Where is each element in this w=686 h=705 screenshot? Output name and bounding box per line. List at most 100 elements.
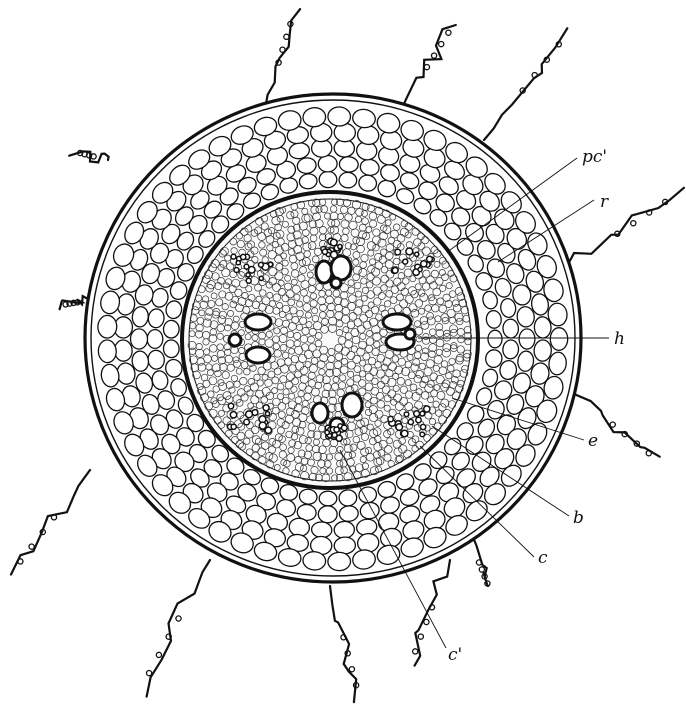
- cortex-cell: [147, 330, 163, 349]
- label-b: b: [573, 508, 584, 528]
- label-h: h: [614, 329, 625, 349]
- cortex-cell: [519, 329, 535, 349]
- hair-particle: [479, 567, 484, 572]
- cortex-cell: [318, 155, 337, 172]
- phloem-cell: [342, 425, 348, 431]
- phloem-cell: [259, 422, 266, 429]
- hair-particle: [280, 47, 285, 52]
- root-hair: [266, 9, 300, 104]
- root-hair: [330, 586, 356, 702]
- phloem-cell: [421, 424, 426, 429]
- phloem-cell: [322, 249, 327, 254]
- phloem-cell: [259, 276, 263, 280]
- hair-particle: [147, 671, 152, 676]
- xylem-vessel: [246, 347, 270, 363]
- xylem-vessel: [312, 403, 328, 423]
- phloem-cell: [231, 254, 236, 259]
- root-hair: [484, 28, 567, 140]
- phloem-cell: [244, 419, 250, 425]
- label-pc: pc': [582, 147, 607, 167]
- root-hair: [415, 560, 450, 666]
- phloem-cell: [406, 248, 413, 255]
- hair-particle: [631, 221, 636, 226]
- cortex-cell: [502, 319, 518, 339]
- hair-particle: [413, 649, 418, 654]
- phloem-cell: [424, 406, 430, 412]
- phloem-cell: [228, 403, 233, 408]
- phloem-cell: [230, 412, 236, 418]
- cortex-cell: [534, 340, 552, 362]
- phloem-cell: [420, 411, 425, 416]
- cortex-cell: [488, 330, 502, 348]
- hair-particle: [284, 34, 289, 39]
- hair-particle: [156, 652, 161, 657]
- phloem-cell: [404, 412, 409, 417]
- cortex-cell: [502, 340, 519, 360]
- hair-particle: [176, 616, 181, 621]
- root-hair: [11, 470, 90, 575]
- cortex-cell: [163, 320, 180, 339]
- hair-particle: [446, 30, 451, 35]
- hair-particle: [424, 65, 429, 70]
- phloem-cell: [241, 254, 246, 259]
- phloem-cell: [263, 405, 269, 411]
- phloem-cell: [392, 268, 398, 274]
- xylem-vessel: [331, 278, 341, 288]
- hair-particle: [610, 422, 615, 427]
- phloem-cell: [248, 267, 255, 274]
- phloem-cell: [231, 424, 236, 429]
- phloem-cell: [416, 417, 421, 422]
- cortex-cell: [97, 315, 117, 339]
- xylem-vessel: [229, 334, 241, 346]
- cortex-cell: [319, 491, 337, 506]
- phloem-cell: [408, 419, 413, 424]
- phloem-cell: [325, 430, 329, 434]
- xylem-vessel: [316, 261, 332, 283]
- cortex-cell: [328, 552, 351, 571]
- hair-particle: [29, 544, 34, 549]
- root-hair: [574, 394, 660, 457]
- phloem-cell: [414, 411, 420, 417]
- phloem-cell: [334, 427, 339, 432]
- cortex-cell: [318, 506, 337, 524]
- hair-particle: [424, 619, 429, 624]
- phloem-cell: [265, 412, 269, 416]
- phloem-cell: [388, 416, 393, 421]
- phloem-cell: [246, 278, 251, 283]
- phloem-cell: [401, 430, 408, 437]
- phloem-cell: [234, 268, 239, 273]
- label-r: r: [600, 192, 609, 212]
- cortex-cell: [311, 521, 332, 538]
- label-c: c: [538, 548, 548, 568]
- cortex-cell: [319, 171, 337, 188]
- phloem-cell: [418, 267, 422, 271]
- phloem-cell: [427, 256, 433, 262]
- phloem-cell: [338, 244, 342, 248]
- root-hair: [147, 560, 210, 697]
- phloem-cell: [421, 261, 427, 267]
- xylem-vessel: [383, 314, 411, 330]
- phloem-cell: [415, 252, 419, 256]
- hair-particle: [432, 53, 437, 58]
- xylem-vessel: [405, 329, 415, 339]
- label-e: e: [588, 431, 598, 451]
- hair-particle: [349, 667, 354, 672]
- cortex-cell: [334, 521, 355, 539]
- cortex-cell: [328, 107, 351, 127]
- cortex-cell: [131, 329, 148, 349]
- phloem-cell: [246, 273, 250, 277]
- phloem-cell: [236, 261, 240, 265]
- cortex-cell: [163, 340, 180, 359]
- xylem-vessel: [342, 393, 362, 417]
- xylem-vessel: [331, 256, 351, 280]
- phloem-cell: [395, 249, 401, 255]
- phloem-cell: [332, 433, 337, 438]
- phloem-cell: [420, 432, 425, 437]
- hair-particle: [418, 634, 423, 639]
- phloem-cell: [246, 411, 253, 418]
- label-c-prime: c': [448, 645, 462, 665]
- phloem-cell: [403, 259, 408, 264]
- phloem-cell: [259, 262, 264, 267]
- hair-particle: [439, 42, 444, 47]
